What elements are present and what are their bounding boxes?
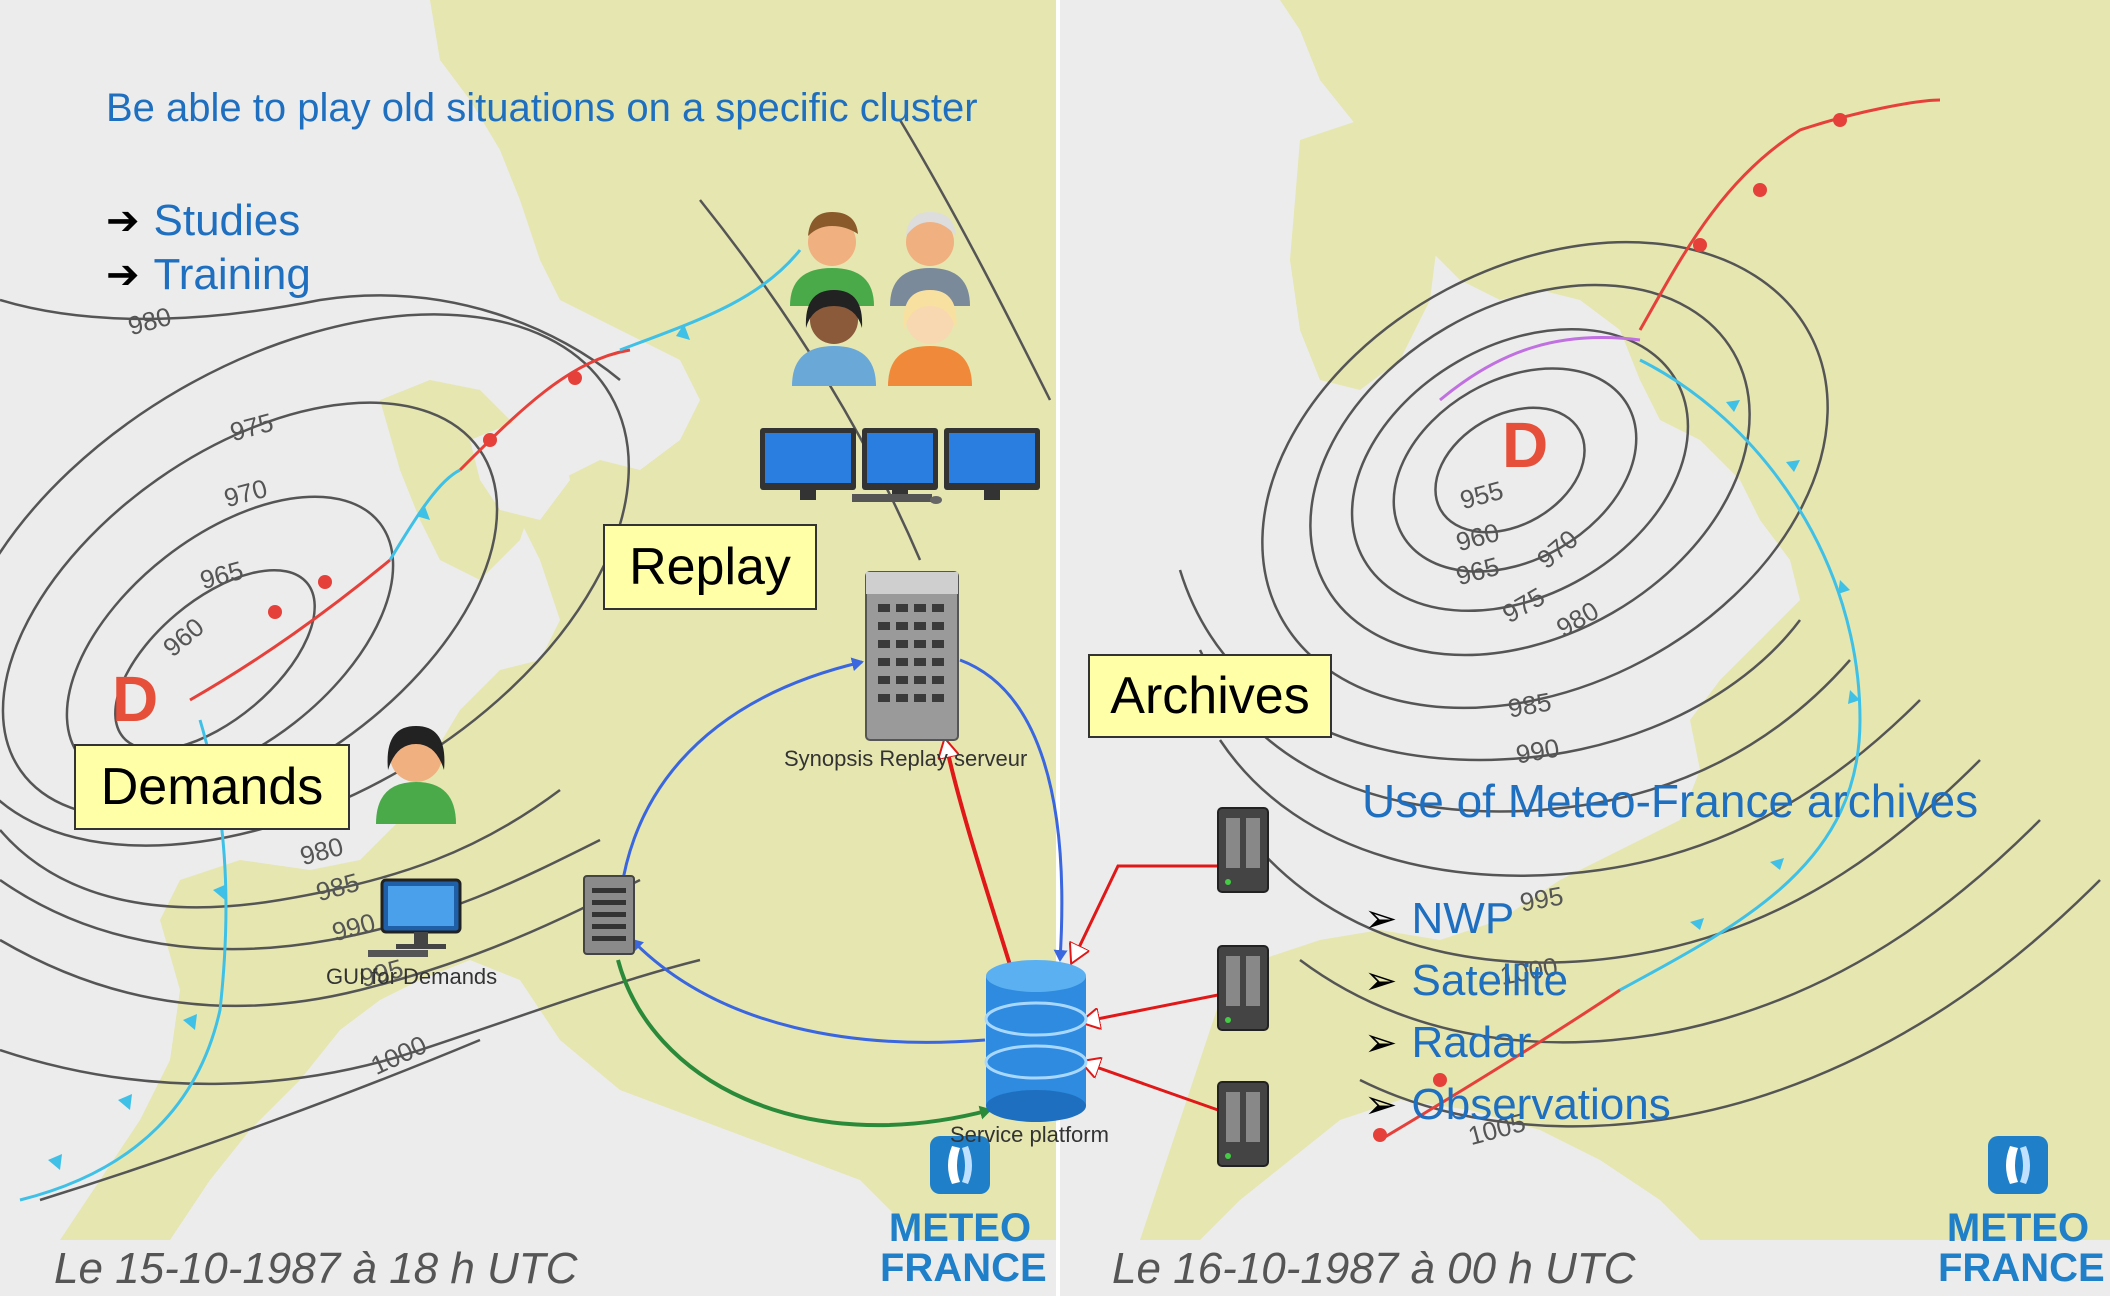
right-cold-front: [1619, 358, 1862, 992]
arrow-right-icon: ➔: [106, 199, 140, 243]
right-bullet-nwp: ➢ NWP: [1364, 894, 1514, 944]
arrowhead-bullet-icon: ➢: [1364, 959, 1398, 1003]
flow-archive-1: [1072, 864, 1218, 962]
users-group-icon: [790, 212, 972, 386]
flow-gui-to-replay: [616, 657, 864, 931]
archive-storage-icon-3: [1217, 1081, 1269, 1167]
flow-gui-to-platform: [616, 959, 992, 1128]
bullet-label: Satellite: [1411, 956, 1569, 1005]
demands-box: Demands: [74, 744, 350, 830]
arrowhead-bullet-icon: ➢: [1364, 1021, 1398, 1065]
low-pressure-marker-left: D: [112, 663, 159, 735]
gui-server-icon: [583, 875, 635, 955]
meteo-france-logo-mark-right: [1988, 1136, 2048, 1194]
archives-box: Archives: [1088, 654, 1332, 738]
right-heading: Use of Meteo-France archives: [1362, 775, 1979, 827]
left-map-caption: Le 15-10-1987 à 18 h UTC: [54, 1244, 578, 1293]
slide-heading: Be able to play old situations on a spec…: [106, 86, 978, 130]
replay-box: Replay: [603, 524, 817, 610]
flow-platform-to-gui: [630, 938, 986, 1044]
archive-storage-icon-2: [1217, 945, 1269, 1031]
database-icon: [984, 960, 1088, 1122]
archive-storage-icon-1: [1217, 807, 1269, 893]
meteo-france-logo-mark-left: [930, 1136, 990, 1194]
right-bullet-radar: ➢ Radar: [1364, 1018, 1531, 1068]
bullet-label: Training: [153, 250, 311, 299]
left-warm-front-a: [189, 558, 391, 702]
monitors-icon: [760, 428, 1040, 504]
bullet-label: Observations: [1411, 1080, 1671, 1129]
flow-platform-to-replay: [945, 740, 1012, 966]
right-warm-front: [1638, 98, 1941, 331]
gui-computer-icon: [368, 878, 462, 957]
arrowhead-bullet-icon: ➢: [1364, 897, 1398, 941]
logo-line-1: METEO: [1946, 1206, 2090, 1250]
right-occluded-front: [1439, 336, 1641, 402]
logo-line-2: FRANCE: [1938, 1246, 2105, 1290]
right-map-land: [1140, 0, 2110, 1240]
bullet-label: Studies: [153, 196, 301, 245]
low-pressure-marker-right: D: [1502, 409, 1549, 481]
arrow-right-icon: ➔: [106, 253, 140, 297]
logo-line-2: FRANCE: [880, 1246, 1047, 1290]
logo-text-left: METEO FRANCE: [880, 1206, 1047, 1290]
left-bullet-training: ➔ Training: [106, 250, 311, 300]
demands-user-icon: [376, 726, 456, 824]
flow-archive-3: [1082, 1062, 1219, 1112]
bullet-label: Radar: [1411, 1018, 1532, 1067]
right-map-caption: Le 16-10-1987 à 00 h UTC: [1112, 1244, 1636, 1293]
logo-text-right: METEO FRANCE: [1938, 1206, 2105, 1290]
left-cold-front-b: [388, 468, 461, 561]
service-platform-label: Service platform: [950, 1122, 1109, 1147]
flow-replay-to-platform: [959, 658, 1068, 962]
right-warm-front-b: [1379, 988, 1621, 1142]
flow-archive-2: [1082, 993, 1219, 1022]
right-bullet-satellite: ➢ Satellite: [1364, 956, 1568, 1006]
arrowhead-bullet-icon: ➢: [1364, 1083, 1398, 1127]
right-bullet-observations: ➢ Observations: [1364, 1080, 1671, 1130]
bullet-label: NWP: [1411, 894, 1515, 943]
logo-line-1: METEO: [888, 1206, 1032, 1250]
left-warm-front-b: [458, 348, 631, 472]
left-cold-front-c: [619, 249, 802, 352]
left-bullet-studies: ➔ Studies: [106, 196, 300, 246]
replay-server-icon: [865, 571, 959, 741]
right-isobars: [1178, 240, 2101, 1128]
replay-server-label: Synopsis Replay serveur: [784, 746, 1028, 771]
gui-label: GUI for Demands: [326, 964, 498, 989]
